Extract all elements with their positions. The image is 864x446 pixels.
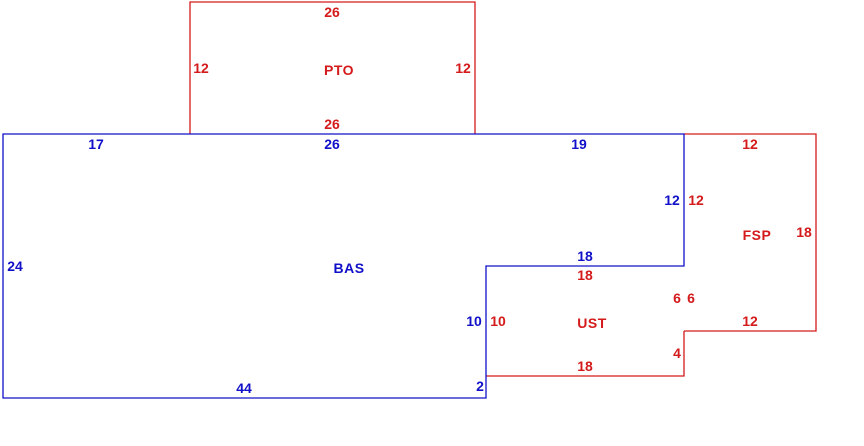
fsp-right-dimension: 18 bbox=[796, 224, 812, 240]
fsp-left-dimension: 12 bbox=[688, 192, 704, 208]
ust-outline bbox=[486, 331, 685, 377]
bas-outline bbox=[2, 133, 685, 399]
pto-left-dimension: 12 bbox=[193, 60, 209, 76]
fsp-left-lower-dimension: 6 bbox=[687, 290, 695, 306]
ust-top-dimension: 18 bbox=[577, 267, 593, 283]
bas-right-dimension: 12 bbox=[664, 192, 680, 208]
ust-bottom-dimension: 18 bbox=[577, 358, 593, 374]
ust-right-lower-dimension: 4 bbox=[673, 345, 681, 361]
pto-outline bbox=[189, 1, 476, 134]
pto-top-dimension: 26 bbox=[324, 4, 340, 20]
pto-right-dimension: 12 bbox=[455, 60, 471, 76]
bas-top-right-dimension: 19 bbox=[571, 136, 587, 152]
bas-notch-left-dimension: 10 bbox=[466, 313, 482, 329]
pto-area-code: PTO bbox=[324, 62, 354, 78]
fsp-outline bbox=[684, 133, 817, 332]
bas-left-dimension: 24 bbox=[7, 258, 23, 274]
fsp-top-dimension: 12 bbox=[742, 136, 758, 152]
ust-left-dimension: 10 bbox=[490, 313, 506, 329]
bas-area-code: BAS bbox=[333, 260, 364, 276]
fsp-bottom-dimension: 12 bbox=[742, 313, 758, 329]
bas-top-mid-dimension: 26 bbox=[324, 136, 340, 152]
bas-top-left-dimension: 17 bbox=[88, 136, 104, 152]
fsp-area-code: FSP bbox=[743, 227, 772, 243]
pto-bottom-dimension: 26 bbox=[324, 116, 340, 132]
ust-right-dimension: 6 bbox=[673, 290, 681, 306]
bas-notch-top-dimension: 18 bbox=[577, 248, 593, 264]
ust-area-code: UST bbox=[577, 315, 607, 331]
bas-bottom-dimension: 44 bbox=[236, 380, 252, 396]
bas-notch-bottom-dimension: 2 bbox=[476, 378, 484, 394]
